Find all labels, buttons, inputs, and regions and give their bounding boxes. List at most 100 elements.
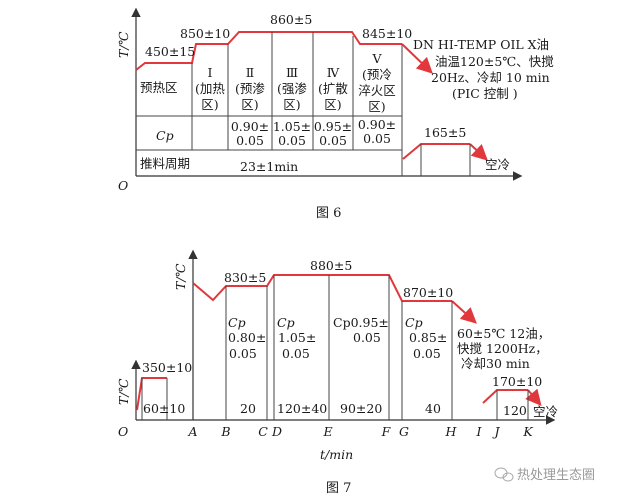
zone-4-num: Ⅳ bbox=[327, 65, 340, 80]
cp-value: 0.05 bbox=[363, 131, 391, 146]
cp-label: Cp bbox=[405, 315, 423, 330]
fig7-caption: 图 7 bbox=[326, 481, 351, 496]
cp-value: 1.05± bbox=[273, 119, 311, 134]
point-label: A bbox=[187, 424, 197, 439]
quench-note-line: (PIC 控制 ) bbox=[452, 86, 518, 101]
zone-2-label: (预渗 bbox=[235, 81, 265, 96]
cp-value: 0.05 bbox=[278, 133, 306, 148]
zone-1-num: Ⅰ bbox=[208, 65, 213, 80]
point-label: E bbox=[322, 424, 332, 439]
fig6-row-cp: Cp bbox=[156, 128, 174, 143]
zone-1-label: (加热 bbox=[195, 81, 225, 96]
fig6-quench-note: DN HI-TEMP OIL X油 油温120±5℃、快搅 20Hz、冷却 10… bbox=[413, 37, 554, 101]
fig7-x-points: A B C D E F G H I J K bbox=[187, 424, 533, 439]
fig7-temper-temp: 170±10 bbox=[492, 374, 542, 389]
fig7-temp-G: 870±10 bbox=[403, 285, 453, 300]
quench-note-line: 60±5℃ 12油， bbox=[457, 326, 550, 341]
cp-value: 0.90± bbox=[358, 117, 396, 132]
point-label: C bbox=[258, 424, 268, 439]
fig7-cp-blocks: Cp 0.80± 0.05 Cp 1.05± 0.05 Cp0.95± 0.05… bbox=[228, 315, 447, 361]
cp-value: 0.05 bbox=[413, 346, 441, 361]
cp-label: Cp bbox=[277, 315, 295, 330]
cp-value: 0.05 bbox=[353, 330, 381, 345]
cp-value: Cp0.95± bbox=[333, 315, 389, 330]
fig6-temper-curve bbox=[402, 143, 470, 160]
cp-value: 0.85± bbox=[409, 330, 447, 345]
zone-5-label: (预冷 bbox=[362, 67, 392, 82]
point-label: K bbox=[522, 424, 533, 439]
duration: 40 bbox=[425, 401, 441, 416]
point-label: I bbox=[476, 424, 483, 439]
fig6-zone-labels: Ⅰ (加热 区) Ⅱ (预渗 区) Ⅲ (强渗 区) Ⅳ (扩散 区) Ⅴ (预… bbox=[195, 51, 396, 148]
fig7-preheat-temp: 350±10 bbox=[142, 360, 192, 375]
fig7-temp-B: 830±5 bbox=[224, 270, 266, 285]
zone-3-label: (强渗 bbox=[277, 81, 307, 96]
duration: 120±40 bbox=[277, 401, 327, 416]
fig6-quench-arrow bbox=[401, 43, 433, 74]
fig6-y-axis-label: T/℃ bbox=[116, 31, 131, 58]
fig6-temp-precool: 845±10 bbox=[362, 26, 412, 41]
fig6-temper-temp: 165±5 bbox=[424, 125, 466, 140]
point-label: D bbox=[271, 424, 282, 439]
cp-label: Cp bbox=[228, 315, 246, 330]
quench-note-line: 冷却30 min bbox=[461, 356, 530, 371]
fig6-temp-carburizing: 860±5 bbox=[270, 12, 312, 27]
quench-note-line: 快搅 1200Hz， bbox=[457, 341, 548, 356]
wechat-icon bbox=[494, 467, 514, 482]
point-label: H bbox=[445, 424, 458, 439]
fig6-cycle-value: 23±1min bbox=[240, 159, 298, 174]
fig6-air-cool: 空冷 bbox=[485, 157, 510, 172]
fig7-quench-arrow bbox=[451, 300, 477, 324]
fig7-preheat-time: 60±10 bbox=[143, 401, 185, 416]
cp-value: 0.90± bbox=[231, 119, 269, 134]
fig7-x-axis-label: t/min bbox=[320, 447, 353, 462]
figure-7: T/℃ T/℃ O A B C D E F G H I J K 350±10 6… bbox=[116, 249, 558, 496]
fig7-durations: 20 120±40 90±20 40 120 bbox=[240, 401, 527, 418]
duration: 120 bbox=[503, 403, 527, 418]
zone-2-label: 区) bbox=[241, 97, 258, 112]
fig6-origin: O bbox=[118, 178, 128, 193]
fig7-temp-D: 880±5 bbox=[310, 258, 352, 273]
duration: 20 bbox=[240, 401, 256, 416]
fig7-air-cool: 空冷 bbox=[533, 404, 558, 419]
fig6-temper-arrow bbox=[469, 143, 488, 161]
fig7-temper-curve bbox=[482, 389, 528, 404]
quench-note-line: DN HI-TEMP OIL X油 bbox=[413, 37, 549, 52]
zone-2-num: Ⅱ bbox=[246, 65, 255, 80]
zone-5-label: 淬火区 bbox=[358, 83, 396, 98]
point-label: G bbox=[399, 424, 409, 439]
cp-value: 0.05 bbox=[229, 346, 257, 361]
fig7-quench-note: 60±5℃ 12油， 快搅 1200Hz， 冷却30 min bbox=[457, 326, 550, 371]
cp-value: 0.95± bbox=[314, 119, 352, 134]
zone-3-label: 区) bbox=[283, 97, 300, 112]
fig6-table bbox=[136, 32, 403, 176]
cp-value: 0.05 bbox=[282, 346, 310, 361]
cp-value: 1.05± bbox=[278, 330, 316, 345]
fig6-row-cycle: 推料周期 bbox=[140, 156, 190, 171]
watermark: 热处理生态圈 bbox=[494, 467, 595, 483]
point-label: B bbox=[220, 424, 230, 439]
fig7-origin: O bbox=[118, 424, 128, 439]
zone-4-label: 区) bbox=[324, 97, 341, 112]
watermark-text: 热处理生态圈 bbox=[517, 468, 595, 483]
cp-value: 0.05 bbox=[319, 133, 347, 148]
fig6-temp-preheat: 450±15 bbox=[145, 44, 195, 59]
fig6-row-preheat: 预热区 bbox=[140, 80, 178, 95]
zone-1-label: 区) bbox=[201, 97, 218, 112]
zone-5-num: Ⅴ bbox=[371, 51, 382, 66]
cp-value: 0.80± bbox=[228, 330, 266, 345]
zone-5-label: 区) bbox=[368, 99, 385, 114]
quench-note-line: 20Hz、冷却 10 min bbox=[431, 70, 550, 85]
fig6-temp-heating: 850±10 bbox=[180, 26, 230, 41]
figure-6: T/℃ O 450±15 850±10 860±5 845±10 预热区 Cp … bbox=[116, 7, 554, 221]
fig7-y-axis-label: T/℃ bbox=[173, 263, 188, 290]
fig6-caption: 图 6 bbox=[316, 206, 341, 221]
duration: 90±20 bbox=[340, 401, 382, 416]
fig7-temperature-curve bbox=[192, 274, 452, 302]
quench-note-line: 油温120±5℃、快搅 bbox=[435, 54, 554, 69]
fig7-temper-arrow bbox=[525, 388, 542, 407]
point-label: J bbox=[491, 424, 500, 439]
zone-4-label: (扩散 bbox=[318, 81, 348, 96]
